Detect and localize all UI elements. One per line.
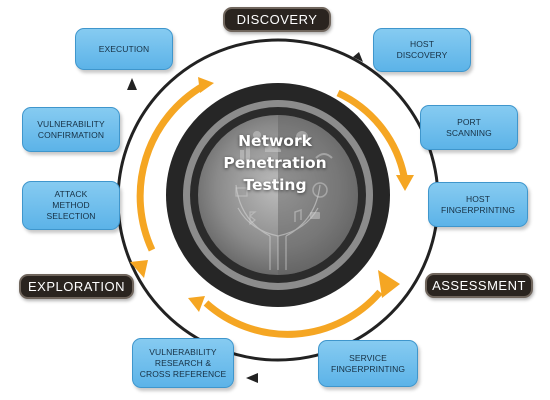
- mail-icon: [235, 187, 248, 197]
- chart-icon: [240, 150, 244, 160]
- center-title: Network Penetration Testing: [200, 130, 350, 196]
- people-icon: [253, 131, 261, 139]
- step-vulnerability-confirmation: VULNERABILITY CONFIRMATION: [22, 107, 120, 152]
- center-title-line-3: Testing: [243, 176, 307, 194]
- cloud-icon: [264, 143, 282, 152]
- bluetooth-icon: [249, 211, 257, 226]
- network-tree-icon: [235, 184, 321, 270]
- music-icon: [294, 208, 302, 222]
- step-vulnerability-research: VULNERABILITY RESEARCH & CROSS REFERENCE: [132, 338, 234, 388]
- center-title-line-1: Network: [238, 132, 312, 150]
- phase-exploration: EXPLORATION: [19, 274, 134, 299]
- cycle-arrowhead-left-up: [127, 78, 137, 90]
- orange-arrowheads: [130, 77, 414, 312]
- step-host-discovery: HOST DISCOVERY: [373, 28, 471, 72]
- step-port-scanning: PORT SCANNING: [420, 105, 518, 150]
- step-service-fingerprinting: SERVICE FINGERPRINTING: [318, 340, 418, 387]
- wifi-icon: [315, 153, 333, 159]
- step-host-fingerprinting: HOST FINGERPRINTING: [428, 182, 528, 227]
- globe-icon: [312, 182, 328, 198]
- step-attack-method-selection: ATTACK METHOD SELECTION: [22, 181, 120, 230]
- gear-icon: [296, 131, 308, 143]
- orange-flow-arrows: [136, 82, 408, 338]
- step-execution: EXECUTION: [75, 28, 173, 70]
- center-inner-disc: [198, 115, 358, 275]
- background-icons: [235, 131, 333, 226]
- video-icon: [310, 212, 320, 219]
- cycle-arrowhead-top: [353, 52, 363, 62]
- cycle-arrowhead-bottom: [246, 373, 258, 383]
- phase-assessment: ASSESSMENT: [425, 273, 533, 298]
- phase-discovery: DISCOVERY: [223, 7, 331, 32]
- center-title-line-2: Penetration: [223, 154, 327, 172]
